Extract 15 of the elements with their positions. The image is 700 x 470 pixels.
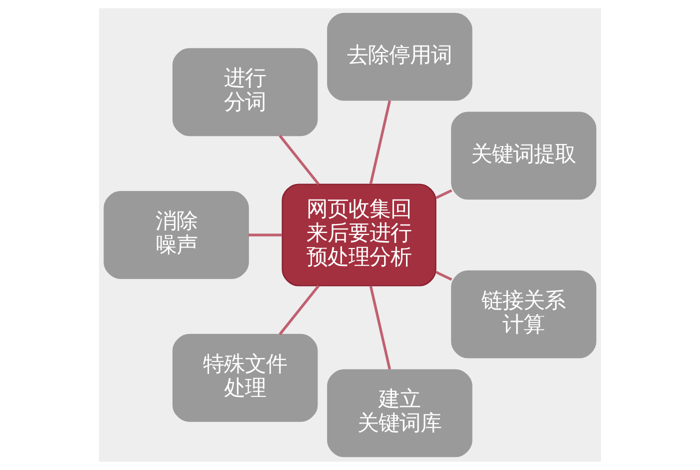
connector bbox=[369, 286, 392, 370]
connector bbox=[435, 189, 452, 200]
connector bbox=[369, 100, 392, 184]
connector bbox=[248, 234, 282, 236]
node-box: 网页收集回来后要进行预处理分析 bbox=[282, 184, 436, 286]
node-box: 去除停用词 bbox=[327, 12, 472, 101]
node-box: 建立关键词库 bbox=[327, 369, 472, 458]
node-box: 特殊文件处理 bbox=[172, 334, 318, 422]
connector bbox=[278, 284, 320, 336]
node-box: 关键词提取 bbox=[451, 112, 596, 200]
node-box: 消除噪声 bbox=[104, 191, 249, 279]
connector bbox=[278, 134, 320, 186]
connector bbox=[435, 270, 452, 281]
node-box: 链接关系计算 bbox=[451, 270, 596, 358]
node-box: 进行分词 bbox=[172, 48, 318, 136]
